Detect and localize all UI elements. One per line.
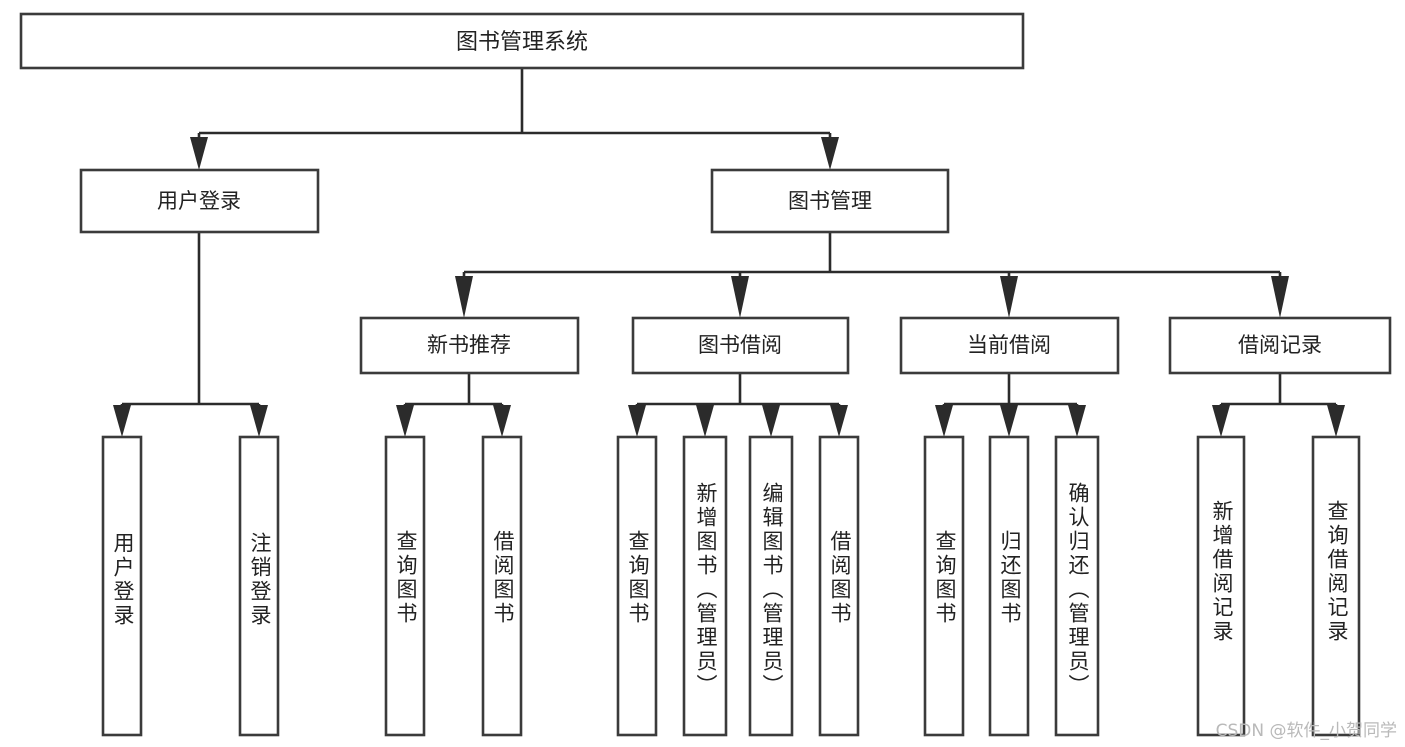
arrowhead-userlogin-leaf-1 [113, 405, 131, 437]
arrowhead-currentborrow-leaf-2 [1000, 405, 1018, 437]
arrowhead-borrowrecord-leaf-2 [1327, 405, 1345, 437]
leaf-borrow-record-2-label: 查询借阅记录 [1325, 500, 1349, 644]
leaf-user-login-2[interactable]: 注销登录 [238, 435, 280, 737]
node-root-box[interactable] [19, 12, 1025, 70]
leaf-user-login-2-label: 注销登录 [248, 532, 272, 628]
leaf-new-book-recommend-1-label: 查询图书 [394, 530, 418, 626]
arrowhead-to-book-borrow [731, 276, 749, 318]
leaf-book-borrow-4[interactable]: 借阅图书 [818, 435, 860, 737]
leaf-book-borrow-1[interactable]: 查询图书 [616, 435, 658, 737]
node-borrow-record[interactable]: 借阅记录 [1168, 316, 1392, 375]
arrowhead-to-current-borrow [1000, 276, 1018, 318]
leaf-book-borrow-2[interactable]: 新增图书（管理员） [682, 435, 728, 737]
leaf-book-borrow-3[interactable]: 编辑图书（管理员） [748, 435, 794, 737]
leaf-book-borrow-1-box[interactable] [616, 435, 658, 737]
arrowhead-to-borrow-record [1271, 276, 1289, 318]
node-root-label: 图书管理系统 [456, 30, 588, 55]
leaf-book-borrow-2-box[interactable] [682, 435, 728, 737]
arrowhead-borrowrecord-leaf-1 [1212, 405, 1230, 437]
leaf-borrow-record-1-label: 新增借阅记录 [1210, 500, 1234, 644]
leaf-current-borrow-1-label: 查询图书 [933, 530, 957, 626]
leaf-book-borrow-3-label: 编辑图书（管理员） [760, 482, 784, 698]
connector-group-new-book-recommend [396, 373, 511, 437]
arrowhead-bookborrow-leaf-1 [628, 405, 646, 437]
connector-group-book-borrow [628, 373, 848, 437]
node-new-book-recommend-box[interactable] [359, 316, 580, 375]
leaf-book-borrow-4-box[interactable] [818, 435, 860, 737]
leaf-borrow-record-2[interactable]: 查询借阅记录 [1311, 435, 1361, 737]
arrowhead-userlogin-leaf-2 [250, 405, 268, 437]
leaf-user-login-1-box[interactable] [101, 435, 143, 737]
node-book-manage-box[interactable] [710, 168, 950, 234]
leaf-book-borrow-3-box[interactable] [748, 435, 794, 737]
connector-group-user-login [113, 232, 268, 437]
csdn-watermark: CSDN @软件_小贺同学 [1215, 721, 1397, 741]
node-new-book-recommend[interactable]: 新书推荐 [359, 316, 580, 375]
connector-group-book-manage [455, 232, 1289, 318]
leaf-book-borrow-1-label: 查询图书 [626, 530, 650, 626]
leaf-new-book-recommend-2-label: 借阅图书 [491, 530, 515, 626]
leaf-borrow-record-2-box[interactable] [1311, 435, 1361, 737]
node-root[interactable]: 图书管理系统 [19, 12, 1025, 70]
arrowhead-root-to-user-login [190, 137, 208, 170]
leaf-user-login-1[interactable]: 用户登录 [101, 435, 143, 737]
arrowhead-bookborrow-leaf-3 [762, 405, 780, 437]
leaf-current-borrow-3-label: 确认归还（管理员） [1066, 482, 1090, 698]
arrowhead-to-new-book-recommend [455, 276, 473, 318]
arrowhead-bookborrow-leaf-4 [830, 405, 848, 437]
arrowhead-root-to-book-manage [821, 137, 839, 170]
node-current-borrow-label: 当前借阅 [967, 333, 1051, 357]
node-book-borrow-label: 图书借阅 [698, 333, 782, 357]
arrowhead-bookborrow-leaf-2 [696, 405, 714, 437]
node-book-borrow[interactable]: 图书借阅 [631, 316, 850, 375]
leaf-current-borrow-2-label: 归还图书 [998, 530, 1022, 626]
node-current-borrow-box[interactable] [899, 316, 1120, 375]
leaf-book-borrow-4-label: 借阅图书 [828, 530, 852, 626]
leaf-borrow-record-1[interactable]: 新增借阅记录 [1196, 435, 1246, 737]
node-book-borrow-box[interactable] [631, 316, 850, 375]
leaf-current-borrow-1-box[interactable] [923, 435, 965, 737]
node-current-borrow[interactable]: 当前借阅 [899, 316, 1120, 375]
arrowhead-newbook-leaf-2 [493, 405, 511, 437]
connector-group-root [190, 68, 839, 170]
leaf-new-book-recommend-2-box[interactable] [481, 435, 523, 737]
node-new-book-recommend-label: 新书推荐 [427, 333, 511, 357]
node-borrow-record-box[interactable] [1168, 316, 1392, 375]
leaf-book-borrow-2-label: 新增图书（管理员） [694, 482, 718, 698]
node-user-login-label: 用户登录 [157, 189, 241, 213]
node-book-manage-label: 图书管理 [788, 189, 872, 213]
connector-group-borrow-record [1212, 373, 1345, 437]
leaf-current-borrow-3-box[interactable] [1054, 435, 1100, 737]
node-book-manage[interactable]: 图书管理 [710, 168, 950, 234]
arrowhead-currentborrow-leaf-1 [935, 405, 953, 437]
leaf-current-borrow-3[interactable]: 确认归还（管理员） [1054, 435, 1100, 737]
arrowhead-currentborrow-leaf-3 [1068, 405, 1086, 437]
connector-group-current-borrow [935, 373, 1086, 437]
leaf-current-borrow-2-box[interactable] [988, 435, 1030, 737]
arrowhead-newbook-leaf-1 [396, 405, 414, 437]
node-borrow-record-label: 借阅记录 [1238, 333, 1322, 357]
leaf-borrow-record-1-box[interactable] [1196, 435, 1246, 737]
leaf-current-borrow-2[interactable]: 归还图书 [988, 435, 1030, 737]
node-user-login-box[interactable] [79, 168, 320, 234]
node-user-login[interactable]: 用户登录 [79, 168, 320, 234]
leaf-new-book-recommend-1[interactable]: 查询图书 [384, 435, 426, 737]
leaf-new-book-recommend-1-box[interactable] [384, 435, 426, 737]
leaf-user-login-2-box[interactable] [238, 435, 280, 737]
leaf-new-book-recommend-2[interactable]: 借阅图书 [481, 435, 523, 737]
leaf-user-login-1-label: 用户登录 [111, 532, 135, 628]
leaf-current-borrow-1[interactable]: 查询图书 [923, 435, 965, 737]
